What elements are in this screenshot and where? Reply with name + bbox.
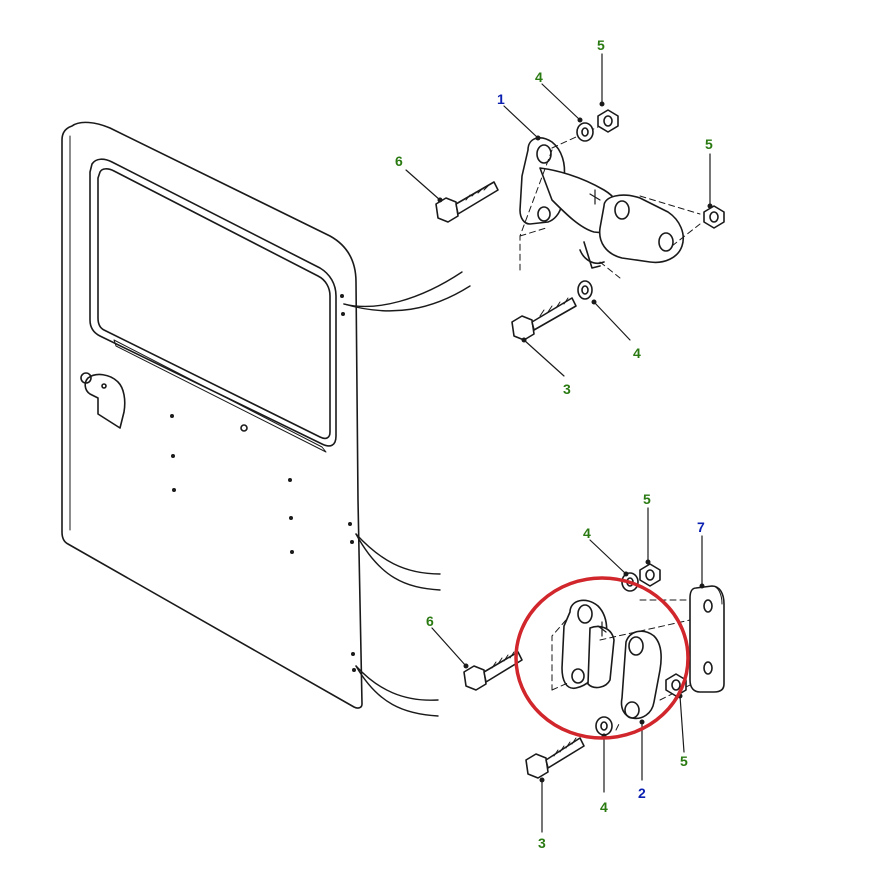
door-window xyxy=(89,158,337,453)
callout-5: 5 xyxy=(597,37,605,53)
lower-bolt-3 xyxy=(525,737,585,779)
leader-lines xyxy=(405,53,711,833)
callout-6: 6 xyxy=(426,613,434,629)
callout-2: 2 xyxy=(638,785,646,801)
highlight-ring xyxy=(514,576,690,740)
upper-nut-5b xyxy=(703,205,725,229)
callout-4: 4 xyxy=(600,799,608,815)
upper-bolt-6 xyxy=(435,181,499,223)
callout-3: 3 xyxy=(563,381,571,397)
callout-4: 4 xyxy=(633,345,641,361)
lower-washer-4d xyxy=(595,716,613,736)
callout-3: 3 xyxy=(538,835,546,851)
callout-4: 4 xyxy=(583,525,591,541)
callout-1: 1 xyxy=(497,91,505,107)
callout-5: 5 xyxy=(680,753,688,769)
door-hole-small xyxy=(240,424,248,432)
lower-plate-7 xyxy=(689,585,725,693)
upper-bolt-3 xyxy=(511,297,577,341)
door-mounting-holes xyxy=(170,294,356,672)
callout-4: 4 xyxy=(535,69,543,85)
upper-washer-4a xyxy=(576,122,594,142)
callout-6: 6 xyxy=(395,153,403,169)
callout-5: 5 xyxy=(643,491,651,507)
upper-hinge-1 xyxy=(519,137,684,269)
leader-dots xyxy=(437,101,713,783)
lower-bolt-6 xyxy=(463,651,523,691)
upper-nut-5a xyxy=(597,109,619,133)
lower-nut-5c xyxy=(639,563,661,587)
callout-7: 7 xyxy=(697,519,705,535)
door-handle-recess xyxy=(80,372,126,429)
callout-numbers: 1 4 5 6 5 4 3 5 7 4 6 4 2 5 3 xyxy=(395,37,713,851)
lower-hinge-2 xyxy=(561,599,662,720)
upper-washer-4b xyxy=(577,280,593,300)
door-break-lines xyxy=(343,271,471,717)
callout-5: 5 xyxy=(705,136,713,152)
